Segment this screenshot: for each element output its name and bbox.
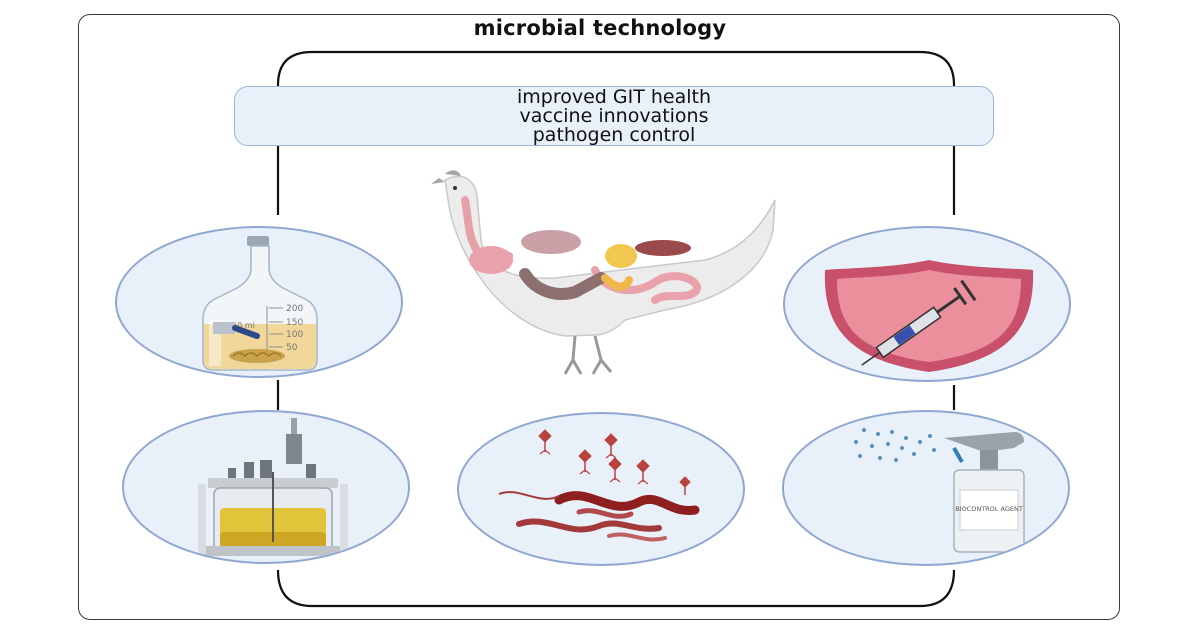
vaccine-shield-icon — [824, 260, 1034, 372]
biocontrol-label: BIOCONTROL AGENT — [955, 505, 1023, 513]
flask-mark-200: 200 — [286, 304, 303, 314]
chicken-digestive-tract-icon — [431, 170, 776, 375]
culture-flask-icon: 200 150 100 50 250 ml — [202, 236, 318, 371]
vaccine-panel — [783, 226, 1071, 382]
bacteriophage-panel — [457, 412, 745, 566]
flask-volume-label: 250 ml — [227, 321, 255, 330]
flask-mark-50: 50 — [286, 343, 298, 353]
biocontrol-panel: BIOCONTROL AGENT — [782, 410, 1070, 566]
bacteriophage-bacteria-icon — [498, 429, 700, 542]
bioreactor-icon — [198, 418, 348, 556]
diagram-title: microbial technology — [473, 16, 727, 40]
diagram-frame — [78, 14, 1120, 620]
culture-bottle-panel: 200 150 100 50 250 ml — [115, 226, 403, 378]
spray-bottle-icon: BIOCONTROL AGENT — [854, 428, 1025, 553]
bioreactor-panel — [122, 410, 410, 564]
flask-mark-150: 150 — [286, 318, 303, 328]
outcome-git-health: improved GIT health — [516, 85, 712, 108]
flask-mark-100: 100 — [286, 330, 303, 340]
outcomes-box: improved GIT health vaccine innovations … — [234, 86, 994, 146]
outcome-pathogen-control: pathogen control — [532, 123, 696, 146]
outcome-vaccine-innovations: vaccine innovations — [519, 104, 709, 127]
